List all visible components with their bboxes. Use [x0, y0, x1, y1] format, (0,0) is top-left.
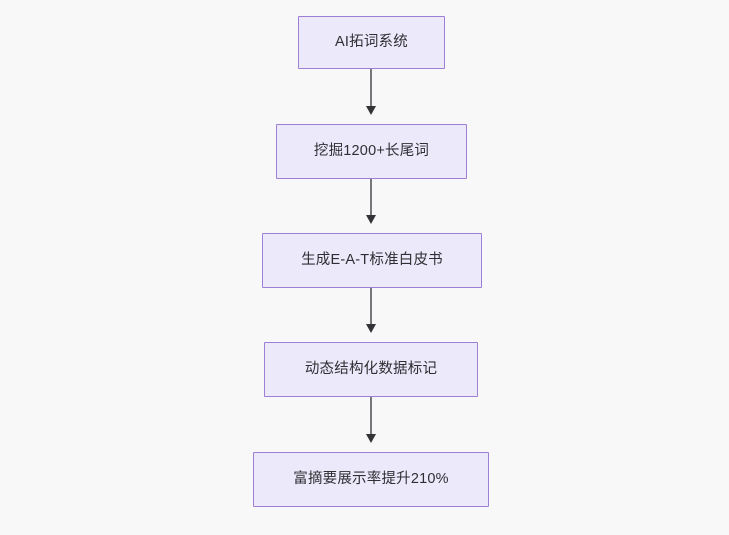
edge-node1-node2: [365, 69, 376, 115]
edge-node2-node3: [365, 179, 376, 224]
arrowhead-icon: [365, 106, 376, 115]
flowchart-node-rich-snippet-impression-lift[interactable]: 富摘要展示率提升210%: [253, 452, 489, 507]
flowchart-node-mine-longtail-keywords[interactable]: 挖掘1200+长尾词: [276, 124, 467, 179]
edge-line: [370, 179, 372, 216]
node-label: AI拓词系统: [335, 34, 408, 51]
arrowhead-icon: [365, 215, 376, 224]
flowchart-node-generate-eat-whitepaper[interactable]: 生成E-A-T标准白皮书: [262, 233, 482, 288]
flowchart-node-ai-keyword-system[interactable]: AI拓词系统: [298, 16, 445, 69]
flowchart-node-dynamic-structured-data-markup[interactable]: 动态结构化数据标记: [264, 342, 478, 397]
arrowhead-icon: [365, 434, 376, 443]
arrowhead-icon: [365, 324, 376, 333]
edge-line: [370, 288, 372, 325]
edge-node4-node5: [365, 397, 376, 443]
node-label: 挖掘1200+长尾词: [313, 143, 430, 160]
node-label: 富摘要展示率提升210%: [293, 471, 449, 488]
edge-line: [370, 397, 372, 435]
edge-line: [370, 69, 372, 107]
node-label: 生成E-A-T标准白皮书: [301, 252, 443, 269]
node-label: 动态结构化数据标记: [304, 361, 438, 378]
edge-node3-node4: [365, 288, 376, 333]
